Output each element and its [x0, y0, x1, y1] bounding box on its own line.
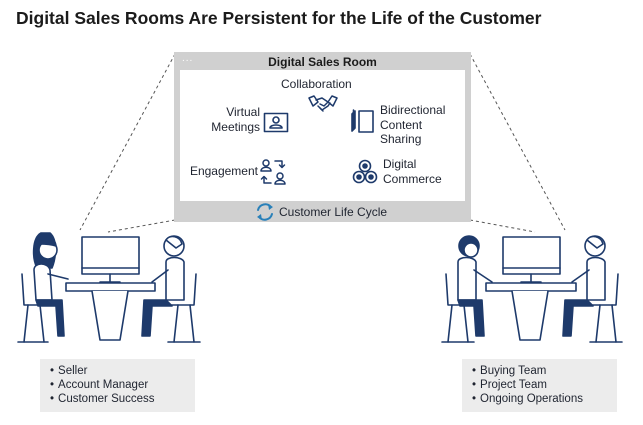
list-item: Seller: [50, 364, 185, 378]
buyer-roles-list: Buying Team Project Team Ongoing Operati…: [462, 359, 617, 412]
engagement-icon: [260, 159, 286, 185]
list-item: Buying Team: [472, 364, 607, 378]
customer-life-cycle-bar: Customer Life Cycle: [174, 202, 471, 222]
list-item: Ongoing Operations: [472, 392, 607, 406]
seller-roles-list: Seller Account Manager Customer Success: [40, 359, 195, 412]
left-desk-scene: [17, 232, 201, 343]
handshake-icon: [308, 95, 338, 112]
virtual-meetings-label: Virtual Meetings: [211, 105, 260, 134]
window-dots: ...: [182, 53, 194, 64]
room-features-area: Collaboration Virtual Meetings: [180, 70, 465, 201]
digital-commerce-icon: [352, 159, 378, 184]
customer-life-cycle-label: Customer Life Cycle: [279, 205, 388, 219]
content-sharing-icon: [351, 109, 374, 133]
list-item: Project Team: [472, 378, 607, 392]
page-title: Digital Sales Rooms Are Persistent for t…: [16, 8, 542, 28]
list-item: Account Manager: [50, 378, 185, 392]
engagement-label: Engagement: [189, 164, 258, 178]
projection-lines: [79, 53, 566, 233]
room-title: Digital Sales Room: [268, 55, 377, 69]
video-meeting-icon: [263, 112, 289, 133]
right-desk-scene: [441, 235, 623, 343]
list-item: Customer Success: [50, 392, 185, 406]
digital-commerce-label: Digital Commerce: [383, 157, 442, 186]
digital-sales-room-panel: ... Digital Sales Room Collaboration Vir…: [174, 52, 471, 222]
life-cycle-arrows-icon: [257, 203, 273, 221]
content-sharing-label: Bidirectional Content Sharing: [380, 103, 446, 146]
collaboration-label: Collaboration: [281, 77, 352, 91]
